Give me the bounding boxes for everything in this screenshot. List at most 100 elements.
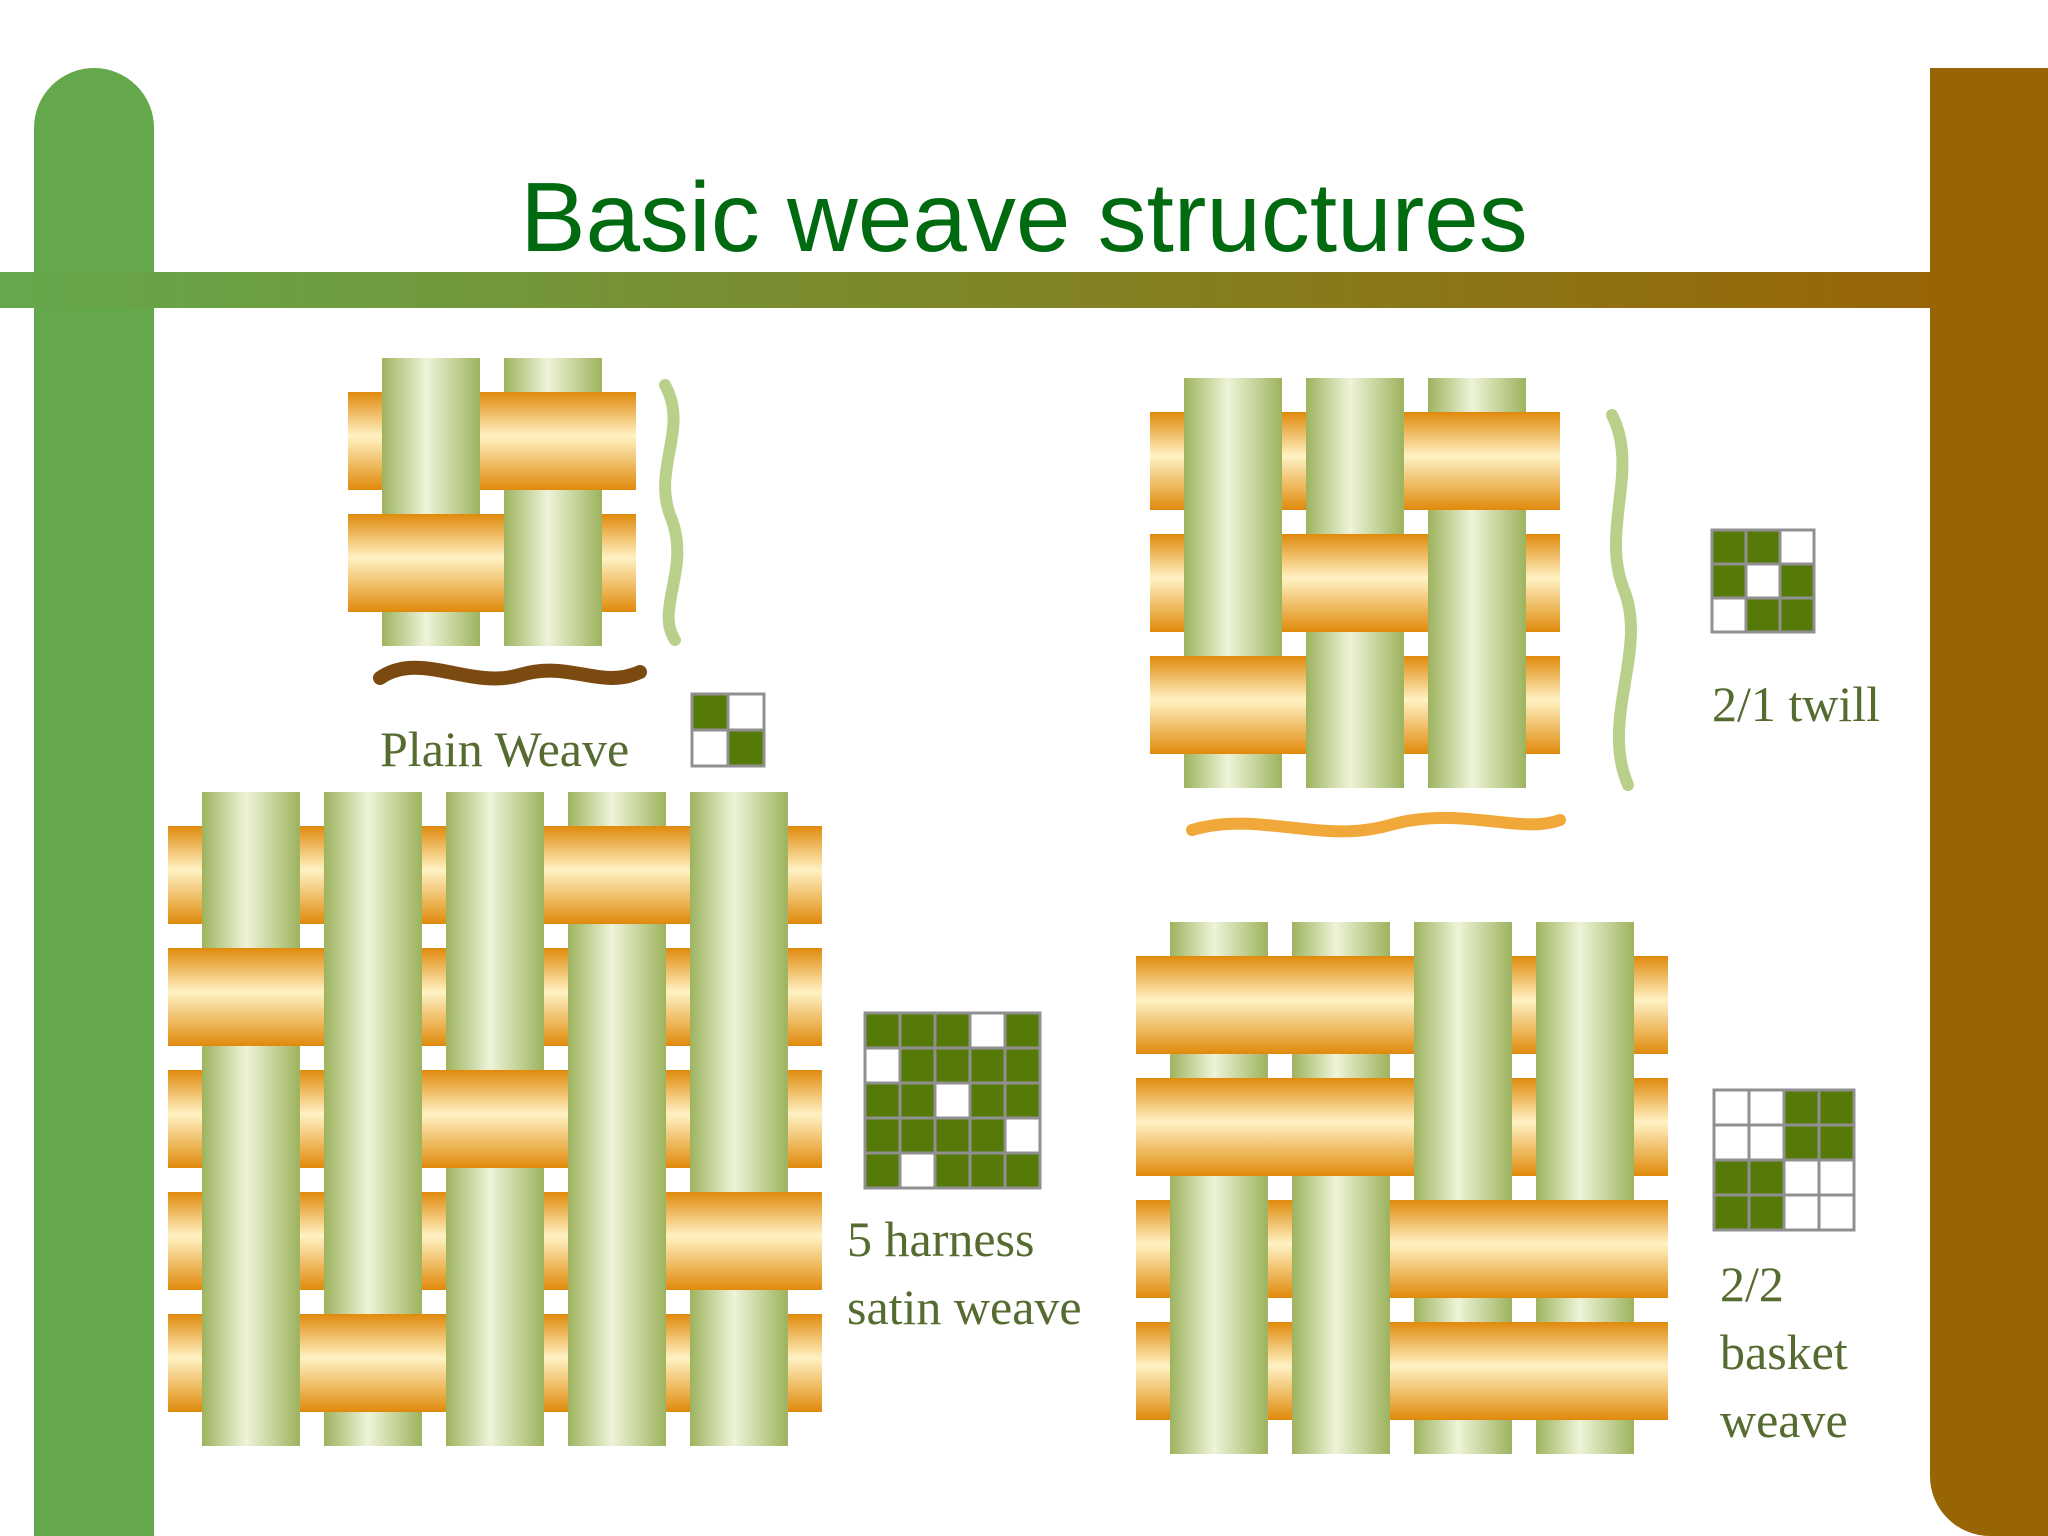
twill-grid-cell	[1778, 596, 1816, 634]
basket-grid-cell	[1712, 1158, 1751, 1197]
twill-label-line: 2/1 twill	[1712, 676, 1881, 732]
basket-grid-cell	[1782, 1193, 1821, 1232]
twill-label: 2/1 twill	[1712, 670, 1880, 738]
plain-warp-cross-section	[659, 379, 684, 646]
basket-label-line-2: basket	[1720, 1324, 1848, 1380]
right-vertical-bar	[1930, 68, 2048, 1536]
satin-grid-cell	[898, 1151, 937, 1190]
satin-grid-cell	[1003, 1116, 1042, 1155]
satin-weave-label: 5 harness satin weave	[847, 1205, 1082, 1341]
basket-grid-cell	[1712, 1193, 1751, 1232]
twill-grid-cell	[1744, 528, 1782, 566]
satin-grid-cell	[863, 1011, 902, 1050]
satin-grid-cell	[968, 1081, 1007, 1120]
satin-grid-cell	[1003, 1081, 1042, 1120]
plain-weft-cross-section	[373, 660, 647, 686]
basket-weft-over-crossing	[1400, 1322, 1526, 1420]
satin-grid-cell	[968, 1151, 1007, 1190]
satin-grid-cell	[1003, 1011, 1042, 1050]
plain-grid-cell	[726, 728, 766, 768]
basket-grid-cell	[1782, 1158, 1821, 1197]
satin-grid-cell	[1003, 1151, 1042, 1190]
basket-weft-over-crossing	[1278, 1078, 1404, 1176]
satin-weave	[168, 792, 822, 1446]
basket-weave	[1136, 922, 1668, 1454]
satin-grid-cell	[863, 1046, 902, 1085]
basket-grid-cell	[1747, 1193, 1786, 1232]
plain-grid-cell	[690, 728, 730, 768]
twill-grid-cell	[1710, 562, 1748, 600]
basket-weft-over-crossing	[1400, 1200, 1526, 1298]
satin-weft-over-crossing	[554, 826, 680, 924]
twill-weft-over-crossing	[1292, 534, 1418, 632]
twill-grid-cell	[1744, 596, 1782, 634]
satin-weft-over-crossing	[676, 1192, 802, 1290]
basket-weft-over-crossing	[1156, 956, 1282, 1054]
basket-grid-cell	[1782, 1123, 1821, 1162]
basket-grid-cell	[1747, 1158, 1786, 1197]
satin-grid-cell	[933, 1116, 972, 1155]
plain-weft-over-crossing	[490, 392, 616, 490]
plain-grid-cell	[726, 692, 766, 732]
basket-grid-cell	[1747, 1123, 1786, 1162]
basket-weft-over-crossing	[1522, 1322, 1648, 1420]
satin-grid-cell	[898, 1046, 937, 1085]
satin-warp-yarn	[690, 792, 788, 1446]
basket-interlacing-grid	[1712, 1088, 1856, 1232]
basket-grid-cell	[1782, 1088, 1821, 1127]
satin-label-line-2: satin weave	[847, 1279, 1082, 1335]
basket-grid-cell	[1817, 1158, 1856, 1197]
left-vertical-bar	[34, 68, 154, 1536]
plain-weave	[348, 358, 636, 646]
satin-weft-over-crossing	[310, 1314, 436, 1412]
basket-weave-label: 2/2 basket weave	[1720, 1250, 1848, 1454]
plain-weave-label: Plain Weave	[380, 715, 629, 783]
twill-grid-cell	[1710, 596, 1748, 634]
satin-grid-cell	[898, 1081, 937, 1120]
slide-title: Basic weave structures	[520, 162, 1528, 272]
twill-grid-cell	[1744, 562, 1782, 600]
satin-grid-cell	[898, 1011, 937, 1050]
satin-grid-cell	[933, 1046, 972, 1085]
twill-weft-over-crossing	[1414, 412, 1540, 510]
basket-weft-over-crossing	[1522, 1200, 1648, 1298]
basket-grid-cell	[1817, 1123, 1856, 1162]
satin-grid-cell	[933, 1151, 972, 1190]
satin-warp-yarn	[202, 792, 300, 1446]
title-underline-bar	[0, 272, 1930, 308]
plain-grid-cell	[690, 692, 730, 732]
satin-label-line-1: 5 harness	[847, 1211, 1035, 1267]
twill-grid-cell	[1778, 528, 1816, 566]
twill-interlacing-grid	[1710, 528, 1816, 634]
satin-grid-cell	[863, 1116, 902, 1155]
basket-grid-cell	[1817, 1193, 1856, 1232]
basket-label-line-3: weave	[1720, 1392, 1848, 1448]
basket-grid-cell	[1712, 1123, 1751, 1162]
twill-weft-over-crossing	[1170, 656, 1296, 754]
plain-interlacing-grid	[690, 692, 766, 768]
twill-grid-cell	[1710, 528, 1748, 566]
satin-grid-cell	[933, 1081, 972, 1120]
satin-grid-cell	[968, 1011, 1007, 1050]
satin-weft-over-crossing	[188, 948, 314, 1046]
twill-warp-cross-section	[1606, 409, 1637, 791]
twill-weave	[1150, 378, 1560, 788]
satin-grid-cell	[1003, 1046, 1042, 1085]
basket-grid-cell	[1712, 1088, 1751, 1127]
satin-weft-over-crossing	[432, 1070, 558, 1168]
basket-label-line-1: 2/2	[1720, 1256, 1784, 1312]
basket-grid-cell	[1817, 1088, 1856, 1127]
satin-interlacing-grid	[863, 1011, 1042, 1190]
twill-grid-cell	[1778, 562, 1816, 600]
satin-grid-cell	[968, 1046, 1007, 1085]
basket-weft-over-crossing	[1278, 956, 1404, 1054]
basket-weft-over-crossing	[1156, 1078, 1282, 1176]
basket-grid-cell	[1747, 1088, 1786, 1127]
twill-weft-cross-section	[1186, 811, 1566, 838]
plain-weft-over-crossing	[368, 514, 494, 612]
satin-grid-cell	[898, 1116, 937, 1155]
plain-weave-label-line: Plain Weave	[380, 721, 630, 777]
